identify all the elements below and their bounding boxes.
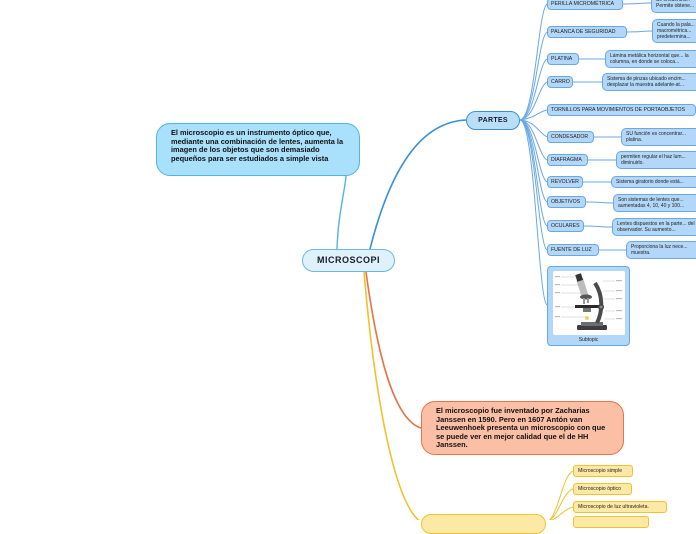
desc-text: Cuando la pala... macrométrica... predet…	[657, 22, 695, 41]
desc-text: permiten regular el haz lum... diminuirl…	[621, 154, 686, 167]
desc-oculares[interactable]: Lentes dispuestos en la parte... del obs…	[612, 218, 696, 236]
image-caption: Subtopic	[578, 337, 599, 343]
part-condensador[interactable]: CONDESADOR	[547, 131, 594, 143]
part-label: FUENTE DE LUZ	[551, 247, 592, 253]
part-perilla-micrometrica[interactable]: PERILLA MICROMÉTRICA	[547, 0, 623, 10]
desc-text: SU función es concentrar... platina.	[626, 131, 687, 144]
partes-label: PARTES	[478, 117, 508, 124]
part-label: REVOLVER	[551, 179, 579, 185]
part-palanca-seguridad[interactable]: PALANCA DE SEGURIDAD	[547, 26, 627, 38]
link-history	[365, 271, 422, 429]
part-diafragma[interactable]: DIAFRAGMA	[547, 154, 588, 166]
desc-perilla-micrometrica[interactable]: Se encuentra... Permite obtene...	[651, 0, 696, 13]
desc-text: Se encuentra... Permite obtene...	[656, 0, 695, 10]
history-text: El microscopio fue inventado por Zachari…	[436, 406, 606, 450]
desc-condensador[interactable]: SU función es concentrar... platina.	[621, 128, 696, 146]
desc-revolver[interactable]: Sistema giratorio donde está...	[611, 176, 696, 188]
link-types	[363, 271, 420, 520]
part-label: CARRO	[551, 79, 570, 85]
desc-text: Lámina metálica horizontal que... la col…	[610, 53, 689, 66]
desc-objetivos[interactable]: Son sistemas de lentes que... aumentadas…	[613, 194, 696, 212]
part-oculares[interactable]: OCULARES	[547, 220, 584, 232]
part-revolver[interactable]: REVOLVER	[547, 176, 583, 188]
part-platina[interactable]: PLATINA	[547, 53, 579, 65]
types-node[interactable]	[421, 514, 546, 534]
part-label: DIAFRAGMA	[551, 157, 582, 163]
part-label: PALANCA DE SEGURIDAD	[551, 29, 616, 35]
definition-text: El microscopio es un instrumento óptico …	[171, 128, 344, 163]
part-fuente-luz[interactable]: FUENTE DE LUZ	[547, 244, 599, 256]
part-label: TORNILLOS PARA MOVIMIENTOS DE PORTAOBJET…	[551, 107, 686, 113]
part-label: CONDESADOR	[551, 134, 589, 140]
link-partes	[369, 119, 467, 250]
central-topic-label: MICROSCOPI	[316, 255, 380, 265]
type-label: Microscopio de luz ultravioleta.	[578, 504, 649, 510]
part-objetivos[interactable]: OBJETIVOS	[547, 196, 586, 208]
type-microscopio-simple[interactable]: Microscopio simple	[573, 465, 633, 477]
desc-text: Sistema giratorio donde está...	[616, 179, 684, 185]
microscope-icon	[555, 273, 622, 330]
part-label: PERILLA MICROMÉTRICA	[551, 1, 615, 7]
links-types	[548, 470, 574, 520]
definition-node[interactable]: El microscopio es un instrumento óptico …	[156, 123, 360, 176]
desc-text: Lentes dispuestos en la parte... del obs…	[617, 221, 695, 234]
links-descriptions	[573, 2, 653, 251]
type-microscopio-optico[interactable]: Microscopio óptico	[573, 483, 632, 495]
links-parts	[519, 3, 548, 306]
history-node[interactable]: El microscopio fue inventado por Zachari…	[421, 401, 624, 455]
part-label: OCULARES	[551, 223, 580, 229]
type-microscopio-partial[interactable]	[573, 516, 649, 528]
desc-palanca-seguridad[interactable]: Cuando la pala... macrométrica... predet…	[652, 19, 696, 43]
desc-text: Proporciona la luz nece... muestra.	[631, 244, 688, 257]
partes-node[interactable]: PARTES	[466, 111, 520, 130]
connector-lines	[336, 2, 653, 520]
desc-text: Sistema de pinzas ubicado encim... despl…	[607, 76, 686, 89]
desc-platina[interactable]: Lámina metálica horizontal que... la col…	[605, 50, 696, 68]
desc-text: Son sistemas de lentes que... aumentadas…	[618, 197, 685, 210]
central-topic[interactable]: MICROSCOPI	[302, 249, 395, 272]
part-tornillos[interactable]: TORNILLOS PARA MOVIMIENTOS DE PORTAOBJET…	[547, 104, 696, 116]
microscope-image-node[interactable]: Subtopic	[547, 266, 630, 346]
desc-carro[interactable]: Sistema de pinzas ubicado encim... despl…	[602, 73, 696, 91]
part-carro[interactable]: CARRO	[547, 76, 573, 88]
part-label: PLATINA	[551, 56, 573, 62]
type-label: Microscopio óptico	[578, 486, 621, 492]
microscope-image	[553, 271, 625, 335]
desc-fuente-luz[interactable]: Proporciona la luz nece... muestra.	[626, 241, 696, 259]
link-definition	[336, 175, 347, 250]
part-label: OBJETIVOS	[551, 199, 581, 205]
type-microscopio-ultravioleta[interactable]: Microscopio de luz ultravioleta.	[573, 501, 667, 513]
type-label: Microscopio simple	[578, 468, 623, 474]
desc-diafragma[interactable]: permiten regular el haz lum... diminuirl…	[616, 151, 696, 169]
